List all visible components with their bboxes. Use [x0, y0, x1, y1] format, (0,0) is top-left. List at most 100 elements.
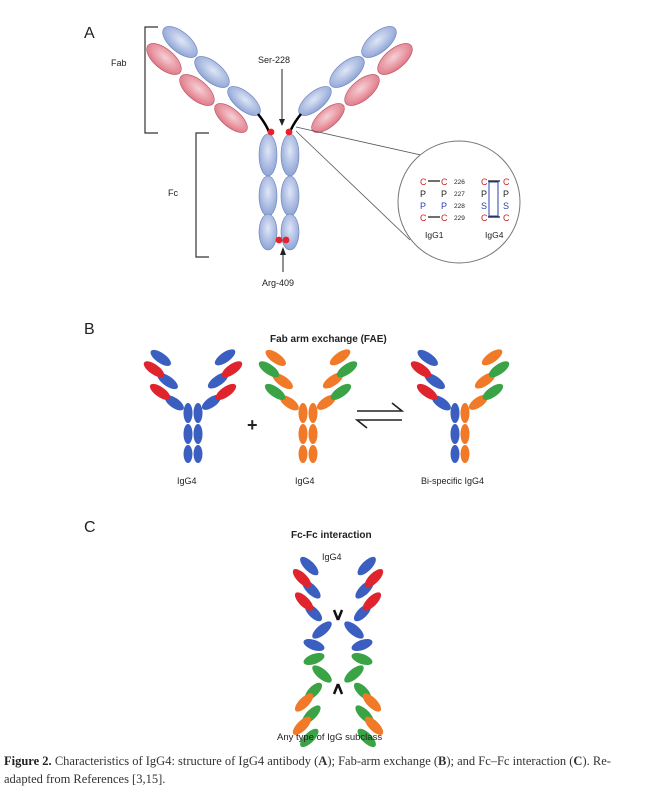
fc-domain: [312, 621, 332, 639]
fc-domain: [183, 424, 193, 444]
caption-text: Characteristics of IgG4: structure of Ig…: [51, 754, 319, 768]
inset-residue: P: [441, 189, 447, 199]
inset-residue: S: [481, 201, 487, 211]
heavy-domain: [300, 728, 319, 748]
heavy-domain: [481, 349, 503, 366]
fc-bracket: [195, 132, 209, 258]
inset-residue: P: [481, 189, 487, 199]
top-igg4: [292, 556, 384, 652]
arg-409-arrowhead: [280, 247, 286, 255]
fc-domain: [303, 638, 325, 652]
fc-domain: [193, 403, 203, 423]
heavy-domain: [258, 175, 278, 217]
fc-domain: [460, 403, 470, 423]
equilibrium-arrows: [354, 402, 405, 429]
caption-ref-c: C: [573, 754, 583, 768]
inset-residue: S: [503, 201, 509, 211]
caption-text: ). Re-adapted from References [3,15].: [4, 754, 611, 786]
heavy-domain: [157, 373, 178, 390]
light-domain: [416, 383, 438, 400]
fc-domain: [344, 665, 364, 683]
intrachain-bond-box: [488, 181, 499, 217]
light-domain: [482, 383, 504, 400]
fc-domain: [450, 403, 460, 423]
fc-domain: [312, 665, 332, 683]
fc-domain: [183, 403, 193, 423]
label-bispecific-igg4: Bi-specific IgG4: [421, 476, 484, 486]
light-domain: [149, 383, 171, 400]
label-igg4-2: IgG4: [295, 476, 315, 486]
panel-c-letter: C: [84, 519, 96, 536]
fc-domain: [460, 424, 470, 444]
light-domain: [362, 693, 382, 712]
inset-sequence: C C C C C C C C P P P P P P S S: [420, 177, 510, 223]
panel-b-letter: B: [84, 321, 95, 338]
panel-c: C Fc-Fc interaction IgG4: [84, 519, 384, 748]
panel-b-title: Fab arm exchange (FAE): [270, 334, 387, 345]
light-domain: [294, 693, 314, 712]
light-domain: [488, 361, 510, 378]
caption-ref-a: A: [318, 754, 328, 768]
fc-domain: [193, 424, 203, 444]
light-domain: [364, 716, 384, 735]
hinge: [336, 609, 344, 621]
fab-label: Fab: [111, 58, 127, 68]
figure-caption: Figure 2. Characteristics of IgG4: struc…: [4, 752, 644, 788]
inset-residue: C: [481, 213, 488, 223]
heavy-domain: [150, 349, 171, 366]
light-domain: [364, 569, 384, 588]
inset-residue: C: [503, 177, 510, 187]
fc-domain: [460, 445, 470, 463]
heavy-domain: [265, 349, 286, 366]
inset-residue: P: [420, 189, 426, 199]
light-domain: [362, 592, 382, 611]
light-domain: [258, 361, 280, 378]
heavy-domain: [164, 395, 184, 411]
ser-228-label: Ser-228: [258, 55, 290, 65]
arg-409-label: Arg-409: [262, 278, 294, 288]
left-fab-arm: [146, 26, 261, 133]
light-domain: [146, 43, 182, 75]
light-domain: [330, 383, 352, 400]
inset-position: 228: [454, 203, 465, 210]
inset-igg4-label: IgG4: [485, 230, 504, 240]
igg4-antibody-2: [258, 349, 358, 463]
panel-b: B Fab arm exchange (FAE): [84, 321, 510, 486]
fc-domain: [344, 621, 364, 639]
plus-sign: +: [247, 415, 258, 435]
inset-residue: C: [420, 213, 427, 223]
fc-domain: [308, 403, 318, 423]
heavy-domain: [431, 395, 451, 411]
right-fab-arm: [298, 26, 413, 133]
heavy-domain: [361, 26, 397, 58]
fc-domain: [351, 638, 373, 652]
inset-residue: P: [420, 201, 426, 211]
light-domain: [292, 716, 312, 735]
panel-a-letter: A: [84, 25, 95, 42]
inset-position: 227: [454, 191, 465, 198]
heavy-domain: [424, 373, 445, 390]
arg-409-site: [275, 236, 283, 244]
heavy-domain: [357, 728, 376, 748]
light-domain: [221, 361, 243, 378]
inset-residue: P: [503, 189, 509, 199]
fc-domain: [193, 445, 203, 463]
hinge-region: [257, 113, 302, 133]
fc-domain: [351, 652, 373, 666]
light-domain: [344, 74, 380, 106]
fc-domain: [298, 403, 308, 423]
heavy-domain: [329, 349, 351, 366]
igg4-antibody-1: [143, 349, 243, 463]
panel-c-title: Fc-Fc interaction: [291, 530, 372, 541]
caption-ref-b: B: [438, 754, 447, 768]
heavy-domain: [272, 373, 293, 390]
fc-domain: [450, 445, 460, 463]
ser-228-site: [285, 128, 293, 136]
heavy-domain: [300, 556, 319, 576]
fc-domain: [308, 424, 318, 444]
heavy-domain: [417, 349, 438, 366]
fc-domain: [303, 652, 325, 666]
panel-c-bottom-label: Any type of IgG subclass: [277, 732, 382, 743]
caption-label: Figure 2.: [4, 754, 52, 768]
